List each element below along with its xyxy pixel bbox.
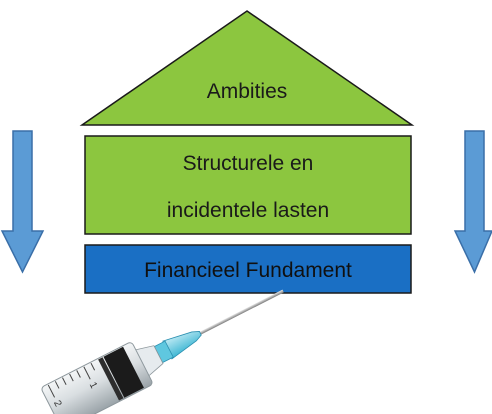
syringe-mark-2: 2	[51, 399, 64, 409]
syringe-icon: 2 1	[41, 289, 284, 414]
syringe-mark-1: 1	[87, 381, 100, 391]
syringe-scale	[47, 362, 96, 398]
right-down-arrow-icon	[453, 130, 492, 274]
syringe-hub	[162, 331, 202, 360]
middle-label-line2: incidentele lasten	[167, 199, 329, 222]
left-down-arrow-icon	[0, 130, 45, 274]
syringe-plunger	[103, 346, 144, 398]
foundation-label: Financieel Fundament	[144, 259, 352, 282]
roof-label: Ambities	[207, 80, 288, 103]
syringe-needle	[197, 289, 284, 336]
middle-block: Structurele en incidentele lasten	[84, 135, 412, 235]
roof-triangle: Ambities	[79, 10, 415, 126]
middle-label-line1: Structurele en	[183, 152, 314, 175]
foundation-block: Financieel Fundament	[84, 244, 412, 294]
